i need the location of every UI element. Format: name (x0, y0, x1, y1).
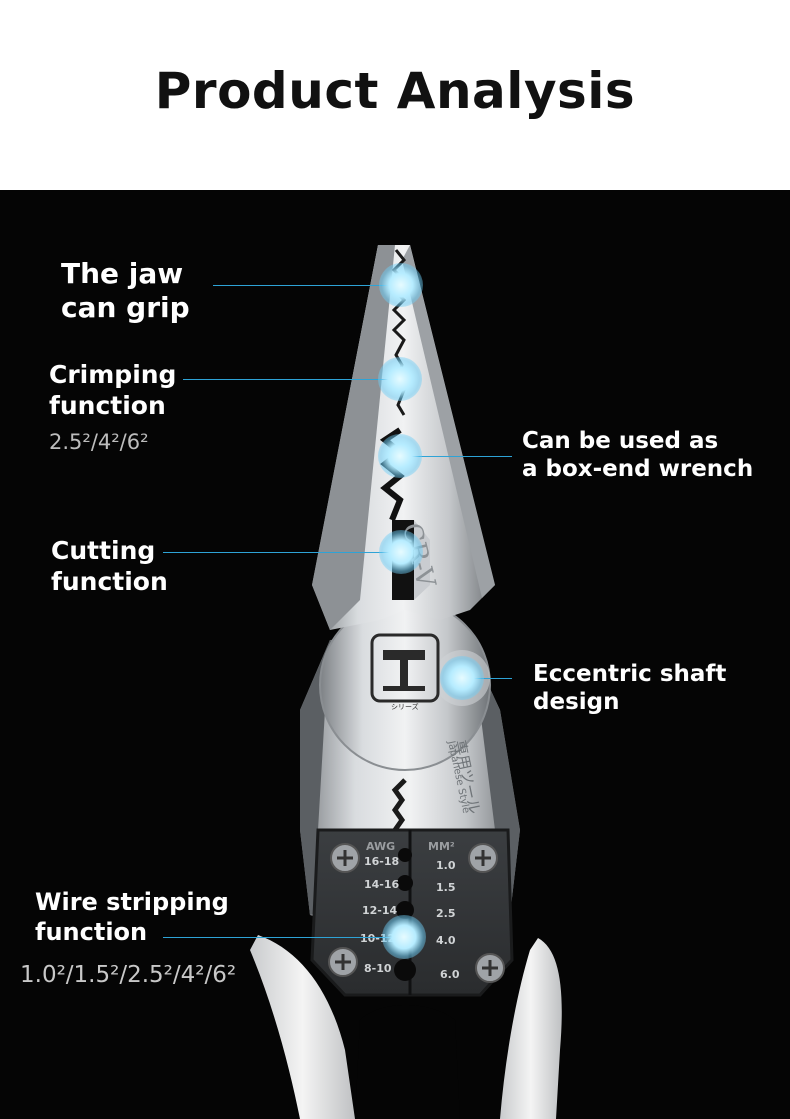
awg-value: 14-16 (364, 878, 400, 891)
stripping-leader-line (163, 937, 403, 938)
mm-value: 4.0 (436, 934, 456, 947)
screw-bottom-right (475, 953, 505, 983)
cutting-label: Cutting function (51, 536, 168, 596)
cutting-marker (379, 530, 423, 574)
crimping-marker (378, 357, 422, 401)
mm-header: MM² (428, 840, 455, 853)
eccentric-leader-line (462, 678, 512, 679)
right-handle (500, 938, 562, 1119)
jaw-leader-line (213, 285, 400, 286)
cutting-leader-line (163, 552, 400, 553)
left-handle (250, 935, 355, 1119)
screw-top-left (330, 843, 360, 873)
screw-bottom-left (328, 947, 358, 977)
product-panel: CR-V シリーズ 専用ツール Japanese Style AWG MM² 1… (0, 190, 790, 1119)
logo-caption: シリーズ (391, 703, 419, 711)
awg-value: 8-10 (364, 962, 392, 975)
mm-value: 1.5 (436, 881, 456, 894)
box-wrench-leader-line (400, 456, 512, 457)
eccentric-shaft-label: Eccentric shaft design (533, 661, 727, 716)
header: Product Analysis (0, 0, 790, 190)
eccentric-marker (440, 656, 484, 700)
stripping-marker (382, 915, 426, 959)
awg-header: AWG (366, 840, 396, 853)
box-wrench-label: Can be used as a box-end wrench (522, 428, 754, 483)
awg-value: 12-14 (362, 904, 398, 917)
jaw-grip-label: The jaw can grip (61, 257, 190, 325)
mm-value: 6.0 (440, 968, 460, 981)
page-title: Product Analysis (154, 62, 636, 120)
hammer-logo-icon (370, 633, 440, 703)
crimping-leader-line (183, 379, 399, 380)
box-wrench-marker (378, 434, 422, 478)
jaw-marker (379, 263, 423, 307)
wire-stripping-label: Wire stripping function (35, 888, 229, 946)
stripping-sizes: 1.0²/1.5²/2.5²/4²/6² (20, 962, 237, 988)
mm-value: 2.5 (436, 907, 456, 920)
awg-value: 16-18 (364, 855, 400, 868)
crimping-sizes: 2.5²/4²/6² (49, 430, 149, 454)
mm-value: 1.0 (436, 859, 456, 872)
screw-top-right (468, 843, 498, 873)
crimping-label: Crimping function (49, 360, 177, 420)
